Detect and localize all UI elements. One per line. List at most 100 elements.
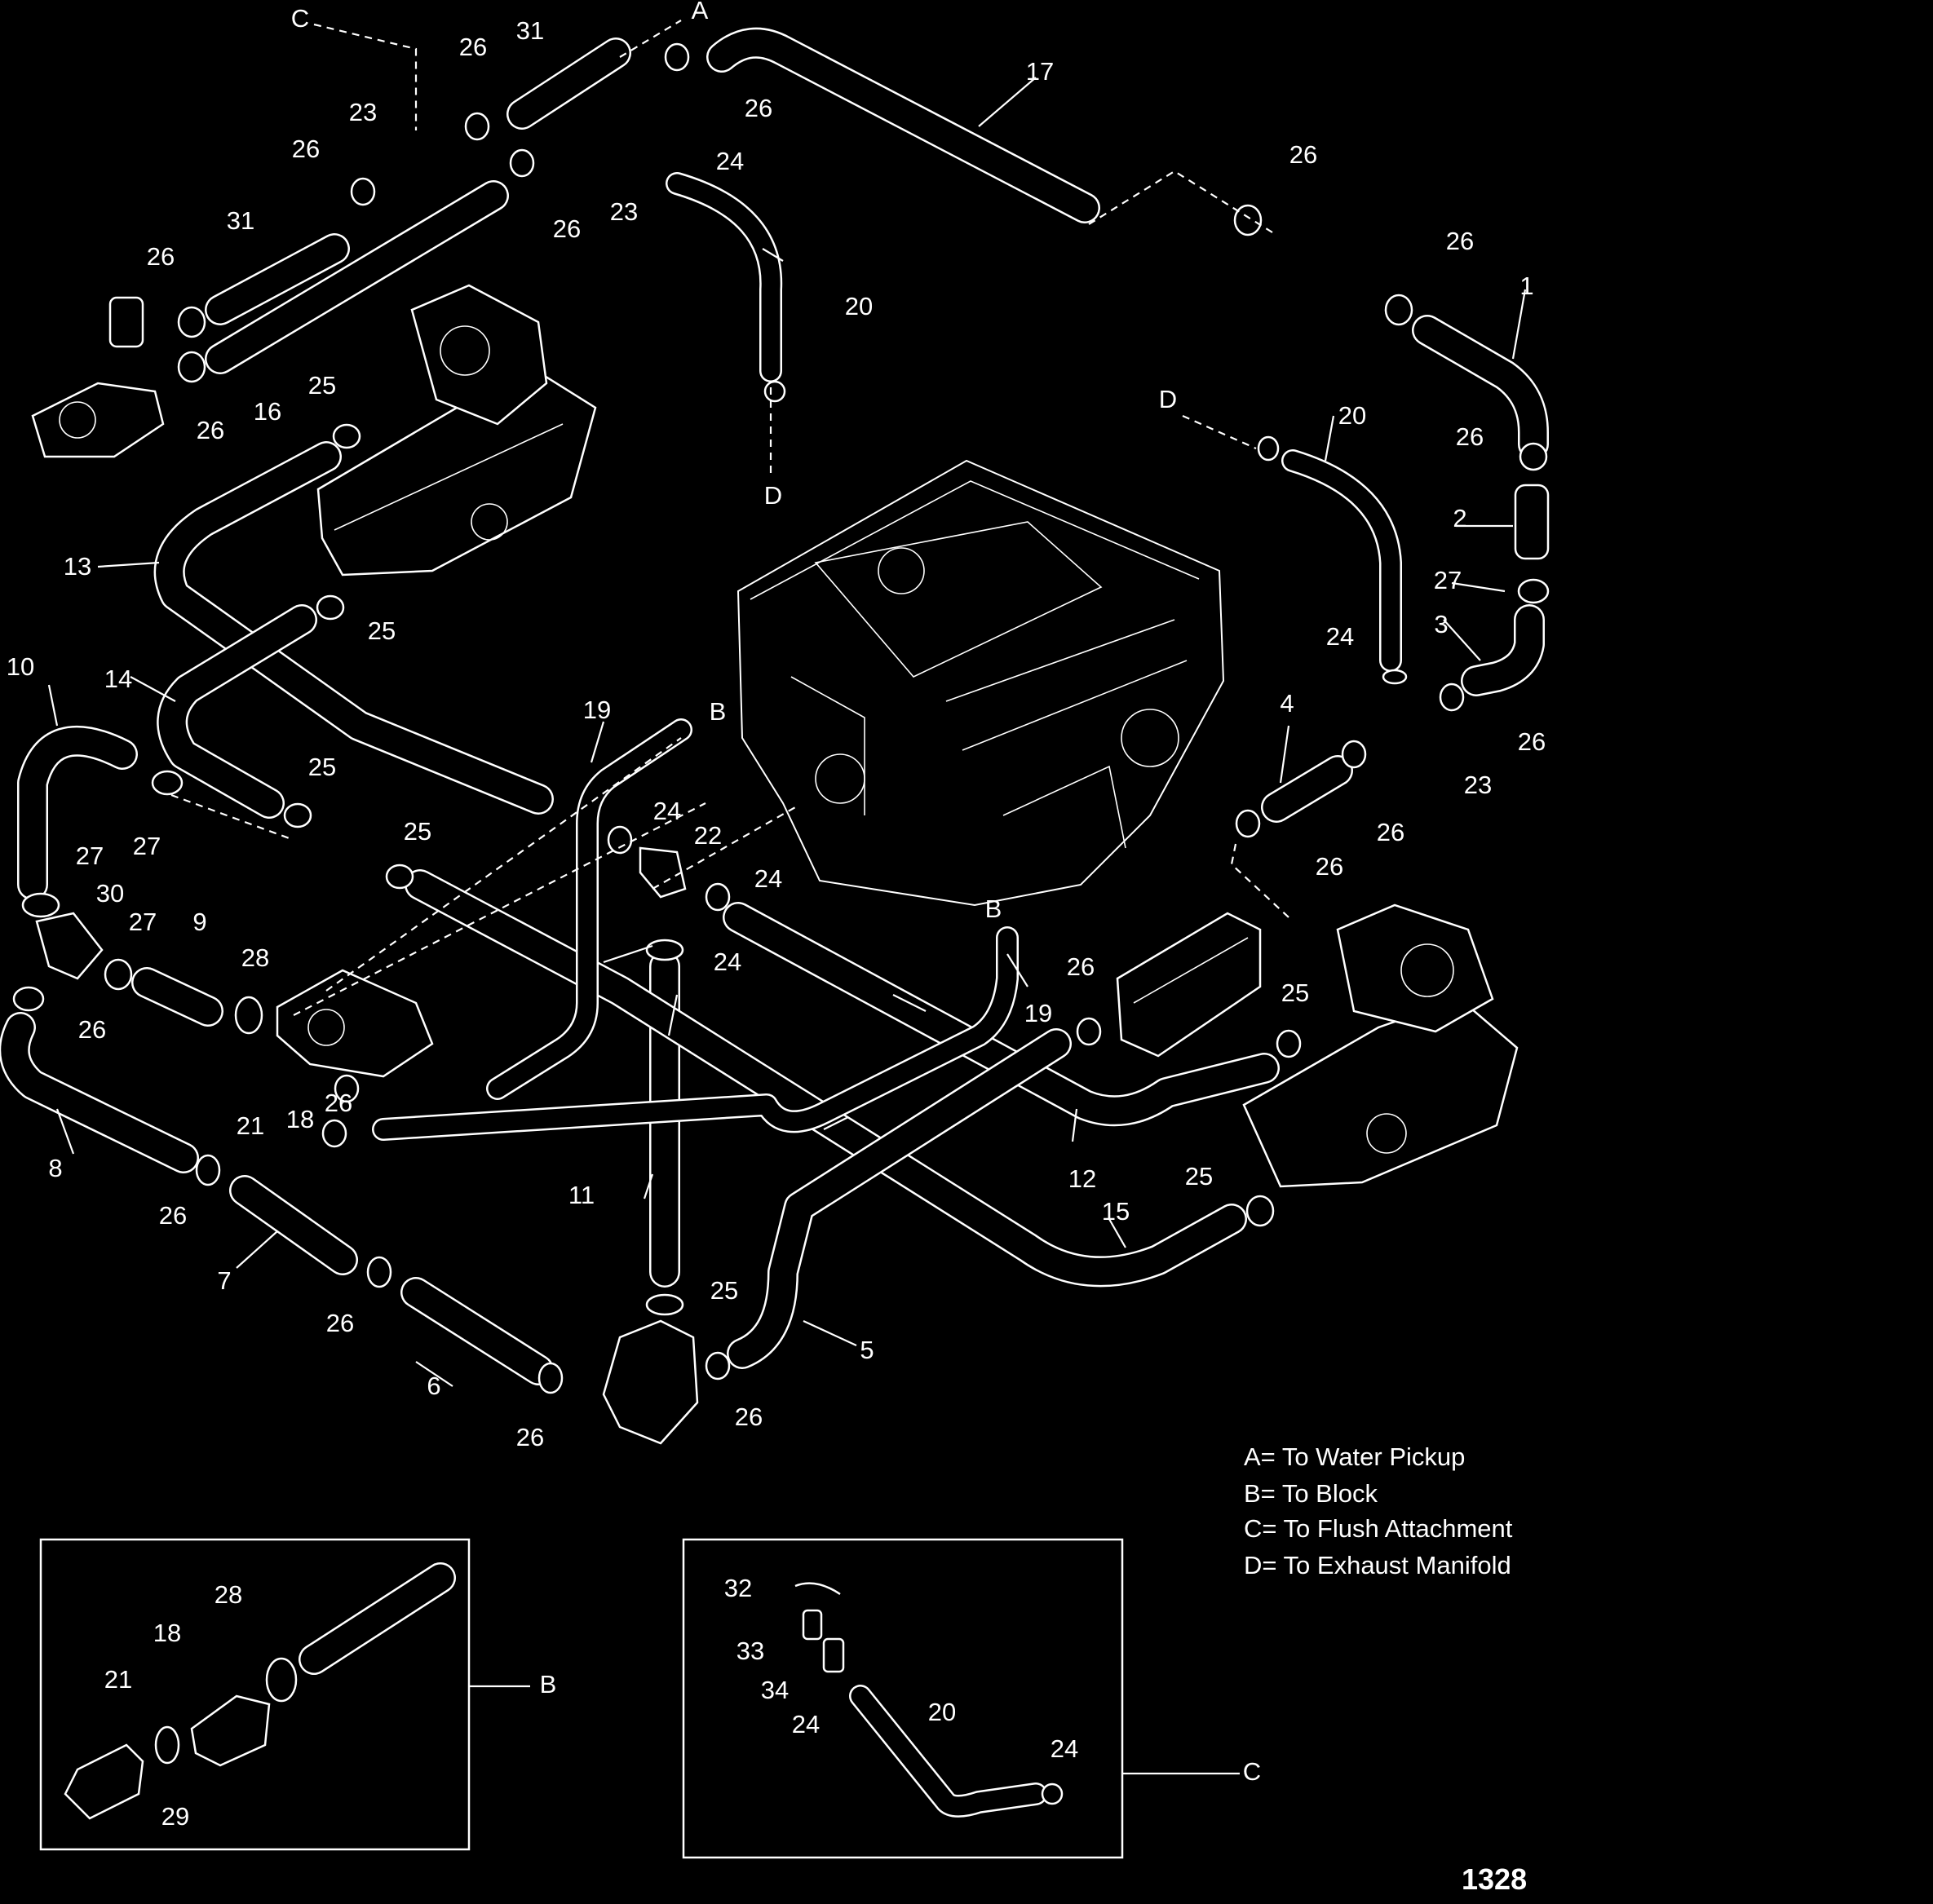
callout-18: 18 bbox=[153, 1619, 181, 1647]
callout-5: 5 bbox=[860, 1336, 874, 1364]
callout-26: 26 bbox=[516, 1423, 544, 1451]
callout-26: 26 bbox=[1067, 952, 1095, 981]
letter-c: C bbox=[291, 4, 309, 33]
callout-15: 15 bbox=[1102, 1197, 1130, 1226]
callout-25: 25 bbox=[368, 616, 396, 645]
callout-24: 24 bbox=[754, 864, 782, 893]
callout-23: 23 bbox=[1464, 771, 1492, 799]
legend-item-c: C= To Flush Attachment bbox=[1244, 1514, 1513, 1543]
callout-31: 31 bbox=[227, 206, 254, 235]
letter-a: A bbox=[692, 0, 709, 24]
legend-item-a: A= To Water Pickup bbox=[1244, 1442, 1465, 1471]
callout-24: 24 bbox=[653, 797, 681, 825]
letter-c: C bbox=[1243, 1757, 1261, 1786]
callout-24: 24 bbox=[1326, 622, 1354, 651]
callout-26: 26 bbox=[1289, 140, 1317, 169]
letter-b: B bbox=[710, 697, 727, 726]
callout-19: 19 bbox=[583, 696, 611, 724]
callout-26: 26 bbox=[147, 242, 175, 271]
callout-26: 26 bbox=[1377, 818, 1404, 846]
callout-21: 21 bbox=[104, 1665, 132, 1694]
callout-26: 26 bbox=[197, 416, 224, 444]
callout-20: 20 bbox=[928, 1698, 956, 1726]
callout-26: 26 bbox=[1316, 852, 1343, 881]
callout-3: 3 bbox=[1434, 610, 1448, 638]
callout-27: 27 bbox=[133, 832, 161, 860]
callout-23: 23 bbox=[349, 98, 377, 126]
callout-30: 30 bbox=[96, 879, 124, 908]
exhaust-manifold-left bbox=[316, 284, 597, 577]
callout-18: 18 bbox=[286, 1105, 314, 1133]
callout-19: 19 bbox=[1024, 999, 1052, 1027]
callout-23: 23 bbox=[610, 197, 638, 226]
callout-22: 22 bbox=[694, 821, 722, 850]
engine-block bbox=[736, 459, 1225, 907]
callout-26: 26 bbox=[745, 94, 772, 122]
circulating-pump-left bbox=[31, 296, 165, 458]
callout-26: 26 bbox=[1446, 227, 1474, 255]
figure-number: 1328 bbox=[1462, 1862, 1527, 1896]
callout-25: 25 bbox=[308, 371, 336, 400]
leader-lines bbox=[47, 20, 1527, 1387]
callout-26: 26 bbox=[159, 1201, 187, 1230]
callout-26: 26 bbox=[1456, 422, 1484, 451]
fitting-30 bbox=[35, 912, 104, 980]
distribution-housing bbox=[602, 1319, 699, 1445]
callout-25: 25 bbox=[710, 1276, 738, 1305]
callout-6: 6 bbox=[427, 1372, 440, 1400]
callout-29: 29 bbox=[161, 1802, 189, 1831]
callout-25: 25 bbox=[1185, 1162, 1213, 1191]
callout-26: 26 bbox=[1518, 727, 1546, 756]
connection-letters: A C D D B B B C bbox=[291, 0, 1261, 1786]
callout-24: 24 bbox=[714, 948, 741, 976]
callout-28: 28 bbox=[215, 1580, 242, 1609]
callout-14: 14 bbox=[104, 665, 132, 693]
inset-c bbox=[682, 1538, 1240, 1859]
hoses bbox=[0, 27, 1549, 1385]
callout-26: 26 bbox=[553, 214, 581, 243]
callout-10: 10 bbox=[7, 652, 34, 681]
callout-24: 24 bbox=[792, 1710, 820, 1738]
letter-d: D bbox=[1159, 385, 1177, 413]
letter-d: D bbox=[764, 481, 782, 510]
callout-26: 26 bbox=[325, 1089, 352, 1117]
callout-20: 20 bbox=[1338, 401, 1366, 430]
callout-26: 26 bbox=[78, 1015, 106, 1044]
callout-7: 7 bbox=[217, 1266, 231, 1295]
callout-26: 26 bbox=[326, 1309, 354, 1337]
callout-9: 9 bbox=[192, 908, 206, 936]
callout-26: 26 bbox=[735, 1403, 763, 1431]
callout-27: 27 bbox=[1434, 566, 1462, 594]
callout-28: 28 bbox=[241, 943, 269, 972]
callout-25: 25 bbox=[308, 753, 336, 781]
fitting-22 bbox=[639, 846, 687, 899]
callout-20: 20 bbox=[845, 292, 873, 320]
fitting-2 bbox=[1514, 484, 1550, 560]
seawater-pump bbox=[276, 969, 434, 1078]
inset-b bbox=[39, 1538, 530, 1851]
callout-33: 33 bbox=[736, 1637, 764, 1665]
callout-27: 27 bbox=[76, 842, 104, 870]
callout-31: 31 bbox=[516, 16, 544, 45]
callout-2: 2 bbox=[1453, 504, 1466, 532]
callout-25: 25 bbox=[1281, 979, 1309, 1007]
callout-4: 4 bbox=[1280, 689, 1294, 718]
callout-25: 25 bbox=[404, 817, 431, 846]
letter-b: B bbox=[985, 895, 1002, 923]
callout-21: 21 bbox=[237, 1111, 264, 1140]
callout-11: 11 bbox=[568, 1181, 595, 1209]
callout-24: 24 bbox=[716, 147, 744, 175]
hose-clamps bbox=[12, 42, 1550, 1394]
callout-12: 12 bbox=[1068, 1164, 1096, 1193]
callout-26: 26 bbox=[292, 135, 320, 163]
legend-item-d: D= To Exhaust Manifold bbox=[1244, 1551, 1511, 1579]
callout-17: 17 bbox=[1026, 57, 1054, 86]
exhaust-manifold-right bbox=[1242, 903, 1519, 1188]
callout-26: 26 bbox=[459, 33, 487, 61]
callout-32: 32 bbox=[724, 1574, 752, 1602]
callout-24: 24 bbox=[1051, 1734, 1078, 1763]
legend: A= To Water Pickup B= To Block C= To Flu… bbox=[1244, 1442, 1513, 1579]
callout-16: 16 bbox=[254, 397, 281, 426]
